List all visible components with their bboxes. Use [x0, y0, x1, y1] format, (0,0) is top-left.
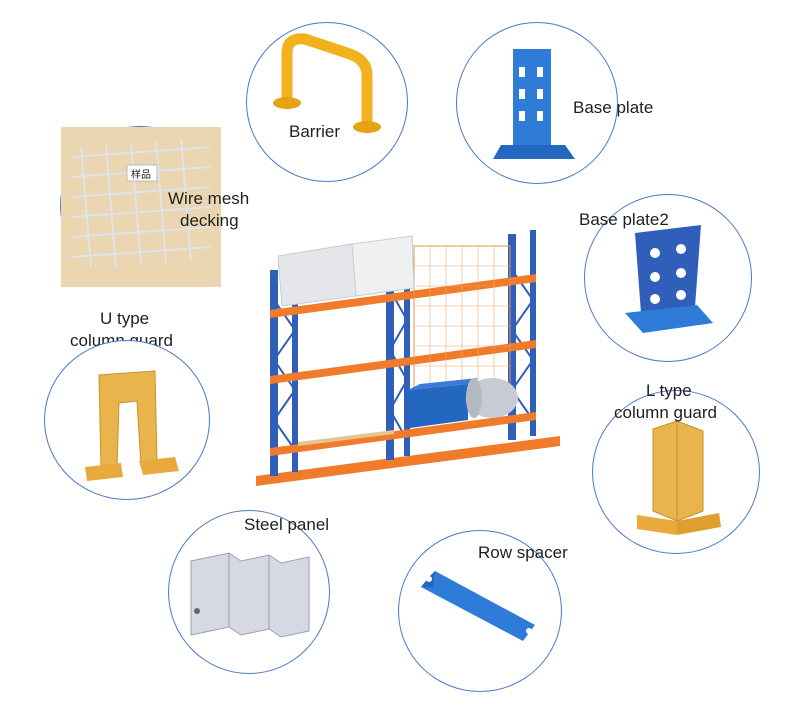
base-plate2-icon	[625, 225, 713, 333]
steel-panel-icon	[190, 552, 310, 638]
wire-mesh-label-line2: decking	[180, 211, 239, 230]
steel-panel-label: Steel panel	[244, 515, 330, 534]
wire-mesh-label-line1: Wire mesh	[168, 189, 250, 208]
l-guard-label-line1: L type	[646, 381, 692, 400]
base-plate2-circle: Base plate2	[579, 194, 752, 362]
base-plate2-label: Base plate2	[579, 210, 669, 229]
sample-tag: 样品	[131, 170, 151, 181]
barrier-label: Barrier	[289, 122, 341, 141]
row-spacer-circle	[398, 530, 562, 692]
l-guard-label-line2: column guard	[614, 403, 718, 422]
steel-panel-circle	[168, 510, 330, 674]
barrier-circle: Barrier	[246, 22, 408, 182]
base-plate-label: Base plate	[573, 98, 654, 117]
base-plate-icon	[493, 49, 575, 159]
barrier-icon	[273, 33, 381, 133]
base-plate-circle: Base plate	[456, 22, 653, 184]
u-guard-label-line1: U type	[100, 309, 150, 328]
wire-mesh-icon	[61, 127, 221, 287]
row-spacer-icon	[421, 571, 535, 641]
u-guard-icon	[85, 370, 179, 481]
row-spacer-label: Row spacer	[478, 543, 568, 562]
l-guard-circle	[592, 390, 760, 554]
wire-mesh-circle: 样品	[60, 126, 221, 287]
l-guard-icon	[637, 420, 721, 535]
u-guard-circle	[44, 340, 210, 500]
